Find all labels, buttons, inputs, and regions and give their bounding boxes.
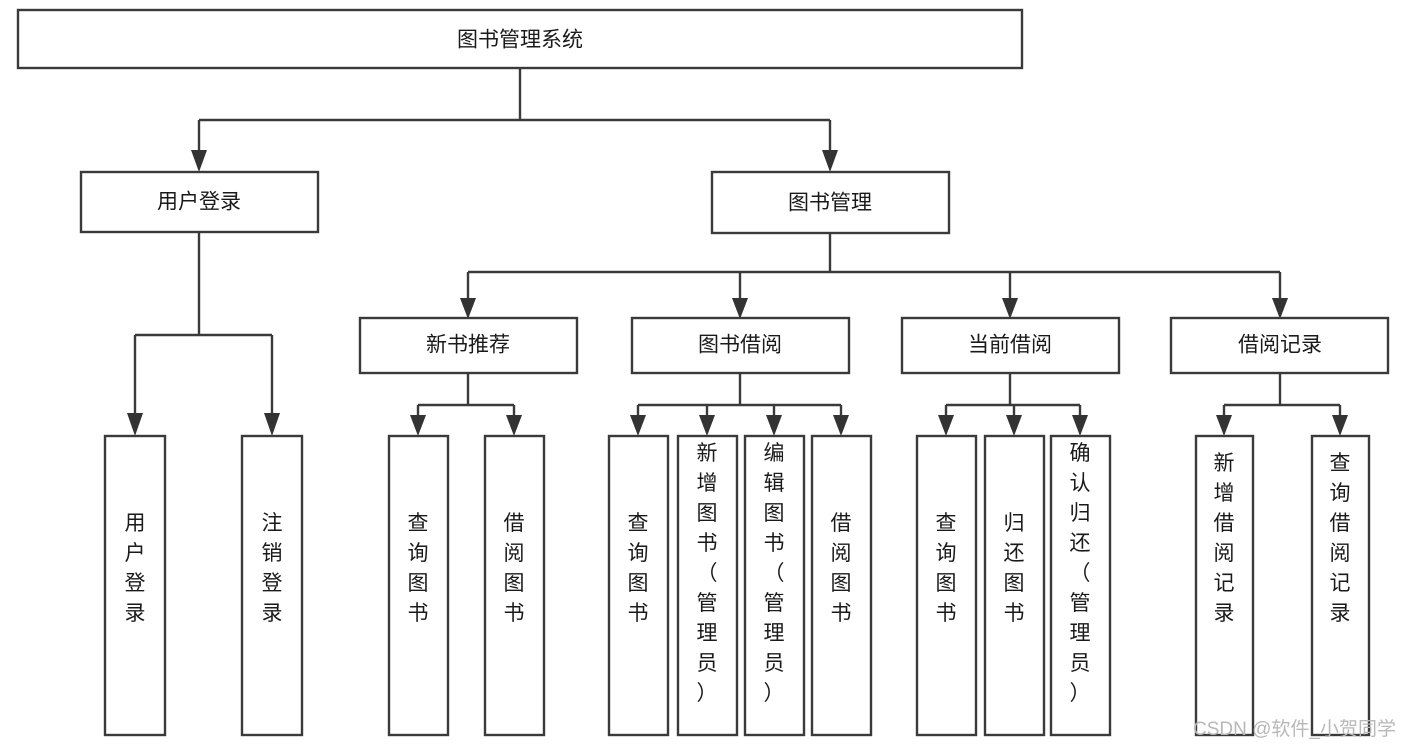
node-leaf-query-record-label: 查询借阅记录 xyxy=(1330,452,1351,625)
arrow-head-new-book-rec xyxy=(460,298,476,319)
node-leaf-logout-label: 注销登录 xyxy=(262,512,283,625)
node-root[interactable]: 图书管理系统 xyxy=(16,8,1024,70)
node-new-book-rec-box[interactable] xyxy=(358,316,579,375)
arrow-head-leaf-add-book xyxy=(699,415,715,436)
node-leaf-return-book[interactable]: 归还图书 xyxy=(983,434,1046,737)
arrow-head-current-borrow xyxy=(1002,298,1018,319)
node-leaf-return-book-box[interactable] xyxy=(983,434,1046,737)
node-new-book-rec[interactable]: 新书推荐 xyxy=(358,316,579,375)
node-leaf-query-book-2-label: 查询图书 xyxy=(628,512,649,625)
node-leaf-user-login-label: 用户登录 xyxy=(125,512,146,625)
node-leaf-confirm-return-label: 确认归还（管理员） xyxy=(1070,442,1091,705)
node-borrow-record[interactable]: 借阅记录 xyxy=(1169,316,1390,375)
arrow-head-leaf-logout xyxy=(264,413,280,436)
node-book-borrow[interactable]: 图书借阅 xyxy=(630,316,851,375)
node-leaf-add-record-box[interactable] xyxy=(1194,434,1255,737)
node-borrow-record-label: 借阅记录 xyxy=(1238,334,1322,357)
node-leaf-query-book-1[interactable]: 查询图书 xyxy=(387,434,450,737)
node-current-borrow-label: 当前借阅 xyxy=(968,334,1052,357)
arrow-head-leaf-borrow-book-2 xyxy=(833,415,849,436)
connector-layer xyxy=(127,68,1348,436)
node-leaf-add-record-label: 新增借阅记录 xyxy=(1214,452,1235,625)
node-leaf-return-book-label: 归还图书 xyxy=(1004,512,1025,625)
node-leaf-borrow-book-1[interactable]: 借阅图书 xyxy=(483,434,546,737)
arrow-head-leaf-query-book-1 xyxy=(410,415,426,436)
node-leaf-user-login-box[interactable] xyxy=(103,434,167,737)
node-leaf-add-record[interactable]: 新增借阅记录 xyxy=(1194,434,1255,737)
node-book-manage-label: 图书管理 xyxy=(788,192,872,215)
node-user-login[interactable]: 用户登录 xyxy=(79,170,320,234)
node-leaf-query-record[interactable]: 查询借阅记录 xyxy=(1310,434,1371,737)
arrow-head-leaf-user-login xyxy=(127,413,143,436)
arrow-head-leaf-edit-book xyxy=(766,415,782,436)
node-leaf-add-book[interactable]: 新增图书（管理员） xyxy=(676,434,739,737)
arrow-head-borrow-record xyxy=(1272,298,1288,319)
node-leaf-query-book-1-box[interactable] xyxy=(387,434,450,737)
node-leaf-query-book-1-label: 查询图书 xyxy=(408,512,429,625)
node-leaf-query-book-3-box[interactable] xyxy=(915,434,978,737)
node-root-label: 图书管理系统 xyxy=(457,29,583,52)
node-leaf-edit-book[interactable]: 编辑图书（管理员） xyxy=(743,434,806,737)
arrow-head-leaf-add-record xyxy=(1216,415,1232,436)
node-leaf-logout[interactable]: 注销登录 xyxy=(240,434,304,737)
node-book-manage[interactable]: 图书管理 xyxy=(710,170,951,235)
node-new-book-rec-label: 新书推荐 xyxy=(426,334,510,357)
node-current-borrow[interactable]: 当前借阅 xyxy=(900,316,1121,375)
node-leaf-query-book-3-label: 查询图书 xyxy=(936,512,957,625)
node-user-login-label: 用户登录 xyxy=(157,191,241,214)
node-root-box[interactable] xyxy=(16,8,1024,70)
node-leaf-query-book-2-box[interactable] xyxy=(607,434,670,737)
node-leaf-confirm-return[interactable]: 确认归还（管理员） xyxy=(1049,434,1112,737)
arrow-head-leaf-query-book-2 xyxy=(630,415,646,436)
arrow-head-book-manage xyxy=(822,150,838,172)
node-leaf-edit-book-label: 编辑图书（管理员） xyxy=(764,442,785,705)
node-book-borrow-label: 图书借阅 xyxy=(698,334,782,357)
arrow-head-leaf-borrow-book-1 xyxy=(506,415,522,436)
node-leaf-confirm-return-box[interactable] xyxy=(1049,434,1112,737)
node-leaf-borrow-book-2[interactable]: 借阅图书 xyxy=(810,434,873,737)
node-leaf-borrow-book-1-label: 借阅图书 xyxy=(504,512,525,625)
node-leaf-edit-book-box[interactable] xyxy=(743,434,806,737)
arrow-head-leaf-query-book-3 xyxy=(938,415,954,436)
node-leaf-borrow-book-1-box[interactable] xyxy=(483,434,546,737)
node-leaf-query-book-3[interactable]: 查询图书 xyxy=(915,434,978,737)
node-leaf-logout-box[interactable] xyxy=(240,434,304,737)
node-leaf-user-login[interactable]: 用户登录 xyxy=(103,434,167,737)
node-leaf-add-book-label: 新增图书（管理员） xyxy=(697,442,718,705)
node-leaf-query-book-2[interactable]: 查询图书 xyxy=(607,434,670,737)
node-book-borrow-box[interactable] xyxy=(630,316,851,375)
arrow-head-leaf-confirm-return xyxy=(1072,415,1088,436)
arrow-head-book-borrow xyxy=(732,298,748,319)
csdn-watermark: CSDN @软件_小贺同学 xyxy=(1193,718,1396,740)
node-leaf-borrow-book-2-label: 借阅图书 xyxy=(831,512,852,625)
node-book-manage-box[interactable] xyxy=(710,170,951,235)
node-leaf-add-book-box[interactable] xyxy=(676,434,739,737)
arrow-head-leaf-return-book xyxy=(1006,415,1022,436)
node-user-login-box[interactable] xyxy=(79,170,320,234)
arrow-head-user-login xyxy=(191,150,207,172)
node-leaf-query-record-box[interactable] xyxy=(1310,434,1371,737)
node-borrow-record-box[interactable] xyxy=(1169,316,1390,375)
node-current-borrow-box[interactable] xyxy=(900,316,1121,375)
arrow-head-leaf-query-record xyxy=(1332,415,1348,436)
node-leaf-borrow-book-2-box[interactable] xyxy=(810,434,873,737)
